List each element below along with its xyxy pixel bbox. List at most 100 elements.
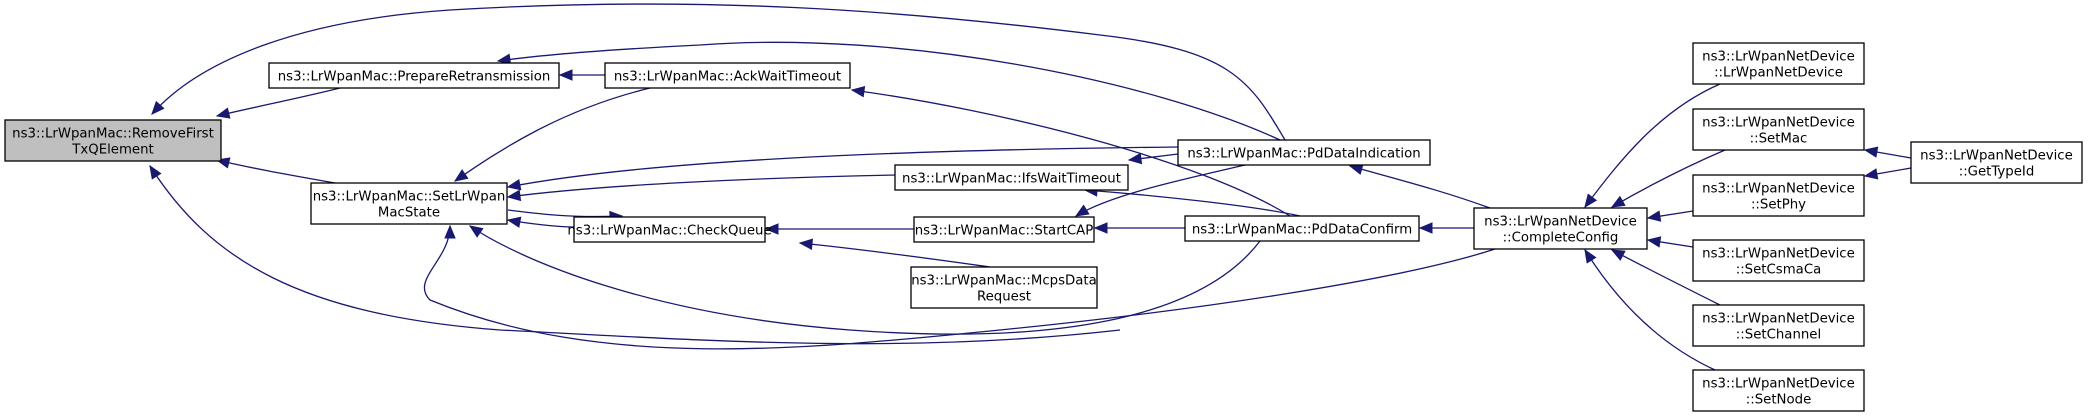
node-checkqueue[interactable]: ns3::LrWpanMac::CheckQueue: [567, 216, 772, 243]
node-setchannel[interactable]: ns3::LrWpanNetDevice::SetChannel: [1692, 304, 1865, 347]
node-label: TxQElement: [71, 143, 154, 158]
edge-setcsma-to-completecfg: [1646, 236, 1694, 248]
arrowhead-icon: [1127, 152, 1143, 165]
node-pdind[interactable]: ns3::LrWpanMac::PdDataIndication: [1177, 139, 1431, 166]
node-box: [604, 62, 851, 89]
edge-line: [149, 165, 1121, 345]
node-box: [1692, 239, 1865, 282]
node-label: ::GetTypeId: [1959, 165, 2035, 180]
edge-line: [423, 225, 1496, 350]
node-ackwait[interactable]: ns3::LrWpanMac::AckWaitTimeout: [604, 62, 851, 89]
node-box: [1692, 369, 1865, 412]
edge-pdconf-to-setstate: [468, 225, 1261, 335]
node-label: ns3::LrWpanMac::PrepareRetransmission: [278, 70, 551, 85]
node-box: [894, 164, 1129, 191]
node-box: [310, 182, 508, 225]
node-setphy[interactable]: ns3::LrWpanNetDevice::SetPhy: [1692, 174, 1865, 217]
edge-pdind-to-startcap: [1074, 164, 1246, 217]
node-box: [1910, 141, 2083, 184]
node-prepareretx[interactable]: ns3::LrWpanMac::PrepareRetransmission: [268, 62, 560, 89]
edge-pdconf-to-removefirst: [149, 164, 1121, 345]
edge-ackwait-to-setstate: [453, 87, 651, 182]
edge-line: [151, 3, 1286, 141]
node-label: ns3::LrWpanNetDevice: [1702, 116, 1855, 131]
node-label: ns3::LrWpanMac::PdDataIndication: [1187, 147, 1420, 162]
arrowhead-icon: [850, 85, 866, 98]
edge-startcap-to-checkqueue: [764, 223, 914, 235]
edge-line: [1075, 164, 1246, 217]
arrowhead-icon: [1584, 248, 1597, 264]
nodes-layer: ns3::LrWpanMac::RemoveFirstTxQElementns3…: [4, 42, 2083, 412]
node-box: [4, 119, 222, 162]
node-label: MacState: [378, 206, 440, 221]
node-label: ::SetChannel: [1736, 328, 1821, 343]
arrowhead-icon: [1863, 146, 1879, 158]
node-box: [573, 216, 766, 243]
node-label: ::SetNode: [1746, 393, 1812, 408]
node-box: [910, 266, 1098, 309]
node-ctor[interactable]: ns3::LrWpanNetDevice::LrWpanNetDevice: [1692, 42, 1865, 85]
node-label: ::CompleteConfig: [1503, 231, 1619, 246]
edges-layer: [149, 3, 1912, 371]
edge-line: [1349, 165, 1491, 209]
edge-completecfg-to-pdconf: [1418, 222, 1474, 234]
node-label: ns3::LrWpanMac::CheckQueue: [567, 224, 771, 239]
node-setnode[interactable]: ns3::LrWpanNetDevice::SetNode: [1692, 369, 1865, 412]
arrowhead-icon: [798, 238, 814, 250]
node-startcap[interactable]: ns3::LrWpanMac::StartCAP: [913, 216, 1095, 243]
arrowhead-icon: [506, 189, 522, 202]
node-gettypeid[interactable]: ns3::LrWpanNetDevice::GetTypeId: [1910, 141, 2083, 184]
node-label: ns3::LrWpanMac::IfsWaitTimeout: [902, 172, 1121, 187]
edge-ackwait-to-prepareretx: [558, 69, 605, 81]
arrowhead-icon: [468, 225, 484, 238]
edge-line: [507, 146, 1179, 188]
node-label: ns3::LrWpanMac::McpsData: [911, 274, 1097, 289]
node-label: ::SetCsmaCa: [1736, 263, 1822, 278]
edge-gettypeid-to-setmac: [1863, 146, 1912, 159]
edge-prepareretx-to-removefirst: [215, 87, 341, 119]
edge-line: [851, 89, 1291, 217]
node-label: ns3::LrWpanMac::StartCAP: [915, 224, 1094, 239]
arrowhead-icon: [558, 69, 573, 81]
arrowhead-icon: [1646, 236, 1662, 248]
edge-setchannel-to-completecfg: [1610, 249, 1721, 306]
edge-gettypeid-to-setphy: [1863, 167, 1912, 180]
edge-line: [1611, 149, 1726, 208]
edge-pdind-to-setstate: [506, 146, 1179, 191]
node-label: ns3::LrWpanMac::RemoveFirst: [12, 127, 214, 142]
edge-ctor-to-completecfg: [1584, 83, 1721, 209]
node-box: [1692, 108, 1865, 151]
node-label: ns3::LrWpanNetDevice: [1920, 149, 2073, 164]
node-completecfg[interactable]: ns3::LrWpanNetDevice::CompleteConfig: [1473, 207, 1648, 250]
node-box: [913, 216, 1095, 243]
arrowhead-icon: [151, 100, 165, 115]
edge-line: [216, 159, 336, 184]
node-box: [1692, 174, 1865, 217]
edge-pdind-to-removefirst: [151, 3, 1286, 141]
node-setmac[interactable]: ns3::LrWpanNetDevice::SetMac: [1692, 108, 1865, 151]
arrowhead-icon: [506, 216, 522, 228]
node-setcsma[interactable]: ns3::LrWpanNetDevice::SetCsmaCa: [1692, 239, 1865, 282]
node-box: [1692, 304, 1865, 347]
edge-pdconf-to-ackwait: [850, 85, 1291, 217]
node-ifswait[interactable]: ns3::LrWpanMac::IfsWaitTimeout: [894, 164, 1129, 191]
arrowhead-icon: [1093, 222, 1108, 234]
edge-pdconf-to-startcap: [1093, 222, 1185, 234]
node-label: ::LrWpanNetDevice: [1714, 66, 1843, 81]
edge-line: [1084, 189, 1301, 217]
node-box: [1184, 215, 1420, 242]
edge-line: [497, 41, 1281, 141]
edge-checkqueue-to-setstate: [506, 216, 575, 228]
edge-pdind-to-ifswait: [1127, 152, 1179, 165]
edge-line: [1584, 83, 1721, 208]
arrowhead-icon: [764, 223, 779, 235]
edge-line: [507, 174, 896, 198]
node-label: ns3::LrWpanNetDevice: [1702, 182, 1855, 197]
node-label: ns3::LrWpanNetDevice: [1702, 247, 1855, 262]
node-pdconf[interactable]: ns3::LrWpanMac::PdDataConfirm: [1184, 215, 1420, 242]
edge-line: [216, 87, 341, 117]
